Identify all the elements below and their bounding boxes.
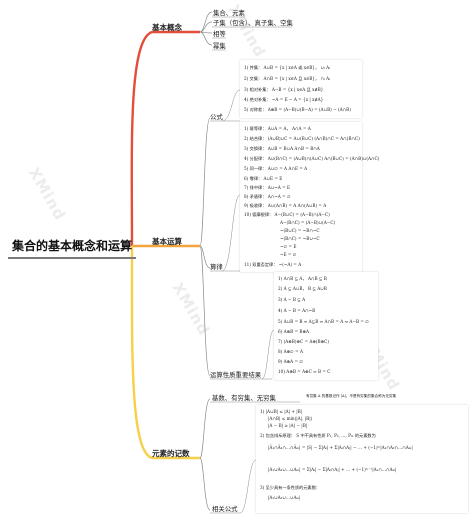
ops-conclusion-panel: 1) A∩B ⊆ A， A∩B ⊆ B 2) A ⊆ A∪B， B ⊆ A∪B … [274, 272, 378, 380]
ops-law-label[interactable]: 算律 [210, 263, 223, 271]
count-line: |A₁∪A₂∪…∪Aₘ| = Σ|Aᵢ| − Σ|Aᵢ∩Aⱼ| + … + (−… [268, 467, 397, 472]
conclusion-line: 7) (A⊕B)⊕C = A⊕(B⊕C) [278, 339, 329, 344]
conclusion-line: 9) A⊕A = ∅ [278, 359, 304, 364]
conclusion-line: 3) A − B ⊆ A [278, 297, 306, 302]
conclusion-line: 10) A⊕B = A⊕C ⇒ B = C [278, 369, 331, 374]
count-line: |A₁∪A₂∪…∪Aₘ| [268, 495, 301, 500]
law-line: 6) 零律： A∪E = E [244, 176, 283, 181]
formula-line: 5) 对称差： A⊕B = (A−B)∪(B−A) = (A∪B) − (A∩B… [244, 107, 351, 112]
conclusion-line: 6) A⊕B = B⊕A [278, 329, 310, 334]
law-line: ~(B∩C) = ~B∪~C [280, 236, 320, 241]
formula-line: 1) 并集： A∪B = {x | x∈A 或 x∈B}， ∪ᵢ Aᵢ [244, 65, 331, 70]
conclusion-line: 8) A⊕∅ = A [278, 349, 304, 354]
formula-line: 3) 相对补集： A−B = {x | x∈A 且 x∉B} [244, 87, 324, 92]
root-topic[interactable]: 集合的基本概念和运算 [8, 233, 136, 259]
count-formula-panel: 1) |A∪B| ≤ |A| + |B| |A∩B| ≤ min(|A|, |B… [256, 405, 468, 513]
count-line: |Ā₁∩Ā₂∩…∩Āₘ| = |S| − Σ|Aᵢ| + Σ|Aᵢ∩Aⱼ| − … [268, 445, 413, 450]
concept-item-equal[interactable]: 相等 [213, 30, 226, 38]
basis-note-text: 有穷集 A 的基数记作 |A|，不是有穷集的集合称为无穷集 [306, 394, 397, 398]
concept-item-powerset[interactable]: 幂集 [213, 42, 226, 50]
law-line: ~∅ = E [280, 244, 297, 249]
conclusion-line: 2) A ⊆ A∪B， B ⊆ A∪B [278, 286, 327, 291]
law-line: 10) 德摩根律： A−(B∪C) = (A−B)∩(A−C) [244, 212, 330, 217]
ops-law-panel: 1) 幂等律： A∪A = A， A∩A = A 2) 结合律： (A∪B)∪C… [240, 122, 379, 272]
law-line: ~(B∪C) = ~B∩~C [280, 228, 320, 233]
count-line: 2) 包含排斥原理： S 中不具有性质 P₁, P₂, …, Pₘ 的元素数为 [260, 433, 376, 438]
count-line: 3) 至少具有一条性质的元素数： [260, 485, 321, 490]
concept-item-set-element[interactable]: 集合、元素 [213, 9, 245, 17]
formula-line: 4) 绝对补集： ~A = E − A = {x | x∉A} [244, 97, 324, 102]
law-line: 11) 双重否定律： ~(~A) = A [244, 262, 302, 267]
law-line: 3) 交换律： A∪B = B∪A A∩B = B∩A [244, 146, 320, 151]
count-line: 1) |A∪B| ≤ |A| + |B| [260, 409, 303, 414]
law-line: A−(B∩C) = (A−B)∪(A−C) [280, 220, 336, 225]
count-line: |A − B| ≥ |A| − |B| [268, 423, 308, 428]
law-line: ~E = ∅ [280, 252, 297, 257]
law-line: 8) 矛盾律： A∩~A = ∅ [244, 194, 291, 199]
branch-basic-operations[interactable]: 基本运算 [152, 237, 182, 246]
branch-basic-concepts[interactable]: 基本概念 [152, 23, 182, 32]
count-basis-label[interactable]: 基数、有穷集、无穷集 [212, 394, 276, 402]
ops-formula-label[interactable]: 公式 [210, 113, 223, 121]
law-line: 1) 幂等律： A∪A = A， A∩A = A [244, 126, 311, 131]
count-basis-note: 有穷集 A 的基数记作 |A|，不是有穷集的集合称为无穷集 [302, 391, 406, 403]
law-line: 2) 结合律： (A∪B)∪C = A∪(B∪C) (A∩B)∩C = A∩(B… [244, 136, 360, 141]
conclusion-line: 5) A∪B = B ⇔ A⊆B ⇔ A∩B = A ⇔ A−B = ∅ [278, 319, 369, 324]
ops-conclusion-label[interactable]: 运算性质重要结果 [210, 371, 262, 379]
count-formula-label[interactable]: 相关公式 [212, 505, 238, 513]
branch-element-count[interactable]: 元素的记数 [152, 449, 190, 458]
concept-item-subset[interactable]: 子集（包含）、真子集、空集 [213, 19, 293, 27]
conclusion-line: 4) A − B = A∩~B [278, 308, 316, 313]
conclusion-line: 1) A∩B ⊆ A， A∩B ⊆ B [278, 276, 327, 281]
law-line: 7) 排中律： A∪~A = E [244, 185, 291, 190]
law-line: 9) 吸收律： A∪(A∩B) = A A∩(A∪B) = A [244, 203, 327, 208]
formula-line: 2) 交集： A∩B = {x | x∈A 且 x∈B}， ∩ᵢ Aᵢ [244, 76, 331, 81]
count-line: |A∩B| ≤ min(|A|, |B|) [268, 416, 313, 421]
law-line: 4) 分配律： A∪(B∩C) = (A∪B)∩(A∪C) A∩(B∪C) = … [244, 156, 380, 161]
ops-formula-panel: 1) 并集： A∪B = {x | x∈A 或 x∈B}， ∪ᵢ Aᵢ 2) 交… [240, 60, 362, 118]
law-line: 5) 同一律： A∪∅ = A A∩E = A [244, 166, 308, 171]
